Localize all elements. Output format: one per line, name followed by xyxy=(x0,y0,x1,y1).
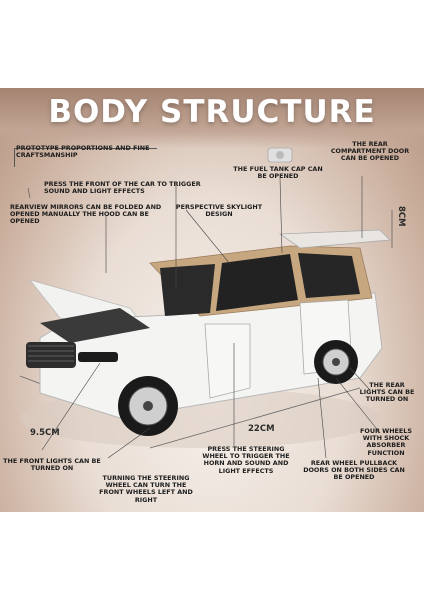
callout-fuel-cap: THE FUEL TANK CAP CAN BE OPENED xyxy=(233,165,323,181)
dimension-width: 9.5CM xyxy=(30,428,60,438)
dimension-height: 8CM xyxy=(396,206,406,227)
callout-front-lights: THE FRONT LIGHTS CAN BE TURNED ON xyxy=(3,457,101,473)
callout-pullback: REAR WHEEL PULLBACK DOORS ON BOTH SIDES … xyxy=(303,459,405,482)
callout-rear-door: THE REAR COMPARTMENT DOOR CAN BE OPENED xyxy=(330,140,410,163)
dimension-length: 22CM xyxy=(248,424,275,434)
top-band xyxy=(0,88,424,148)
callout-steering-turn: TURNING THE STEERING WHEEL CAN TURN THE … xyxy=(99,474,193,504)
page-title: BODY STRUCTURE xyxy=(48,94,376,130)
callout-press-front: PRESS THE FRONT OF THE CAR TO TRIGGER SO… xyxy=(44,180,201,196)
callout-skylight: PERSPECTIVE SKYLIGHT DESIGN xyxy=(175,203,263,219)
callout-mirrors-hood: REARVIEW MIRRORS CAN BE FOLDED AND OPENE… xyxy=(10,203,162,226)
callout-prototype: PROTOTYPE PROPORTIONS AND FINE CRAFTSMAN… xyxy=(16,144,150,160)
car-illustration xyxy=(19,147,393,459)
callout-press-steering: PRESS THE STEERING WHEEL TO TRIGGER THE … xyxy=(202,445,290,475)
prototype-bracket xyxy=(14,148,157,167)
callout-rear-lights: THE REAR LIGHTS CAN BE TURNED ON xyxy=(359,381,415,404)
callout-four-wheels: FOUR WHEELS WITH SHOCK ABSORBER FUNCTION xyxy=(360,427,412,457)
product-panel: BODY STRUCTURE xyxy=(0,88,424,512)
